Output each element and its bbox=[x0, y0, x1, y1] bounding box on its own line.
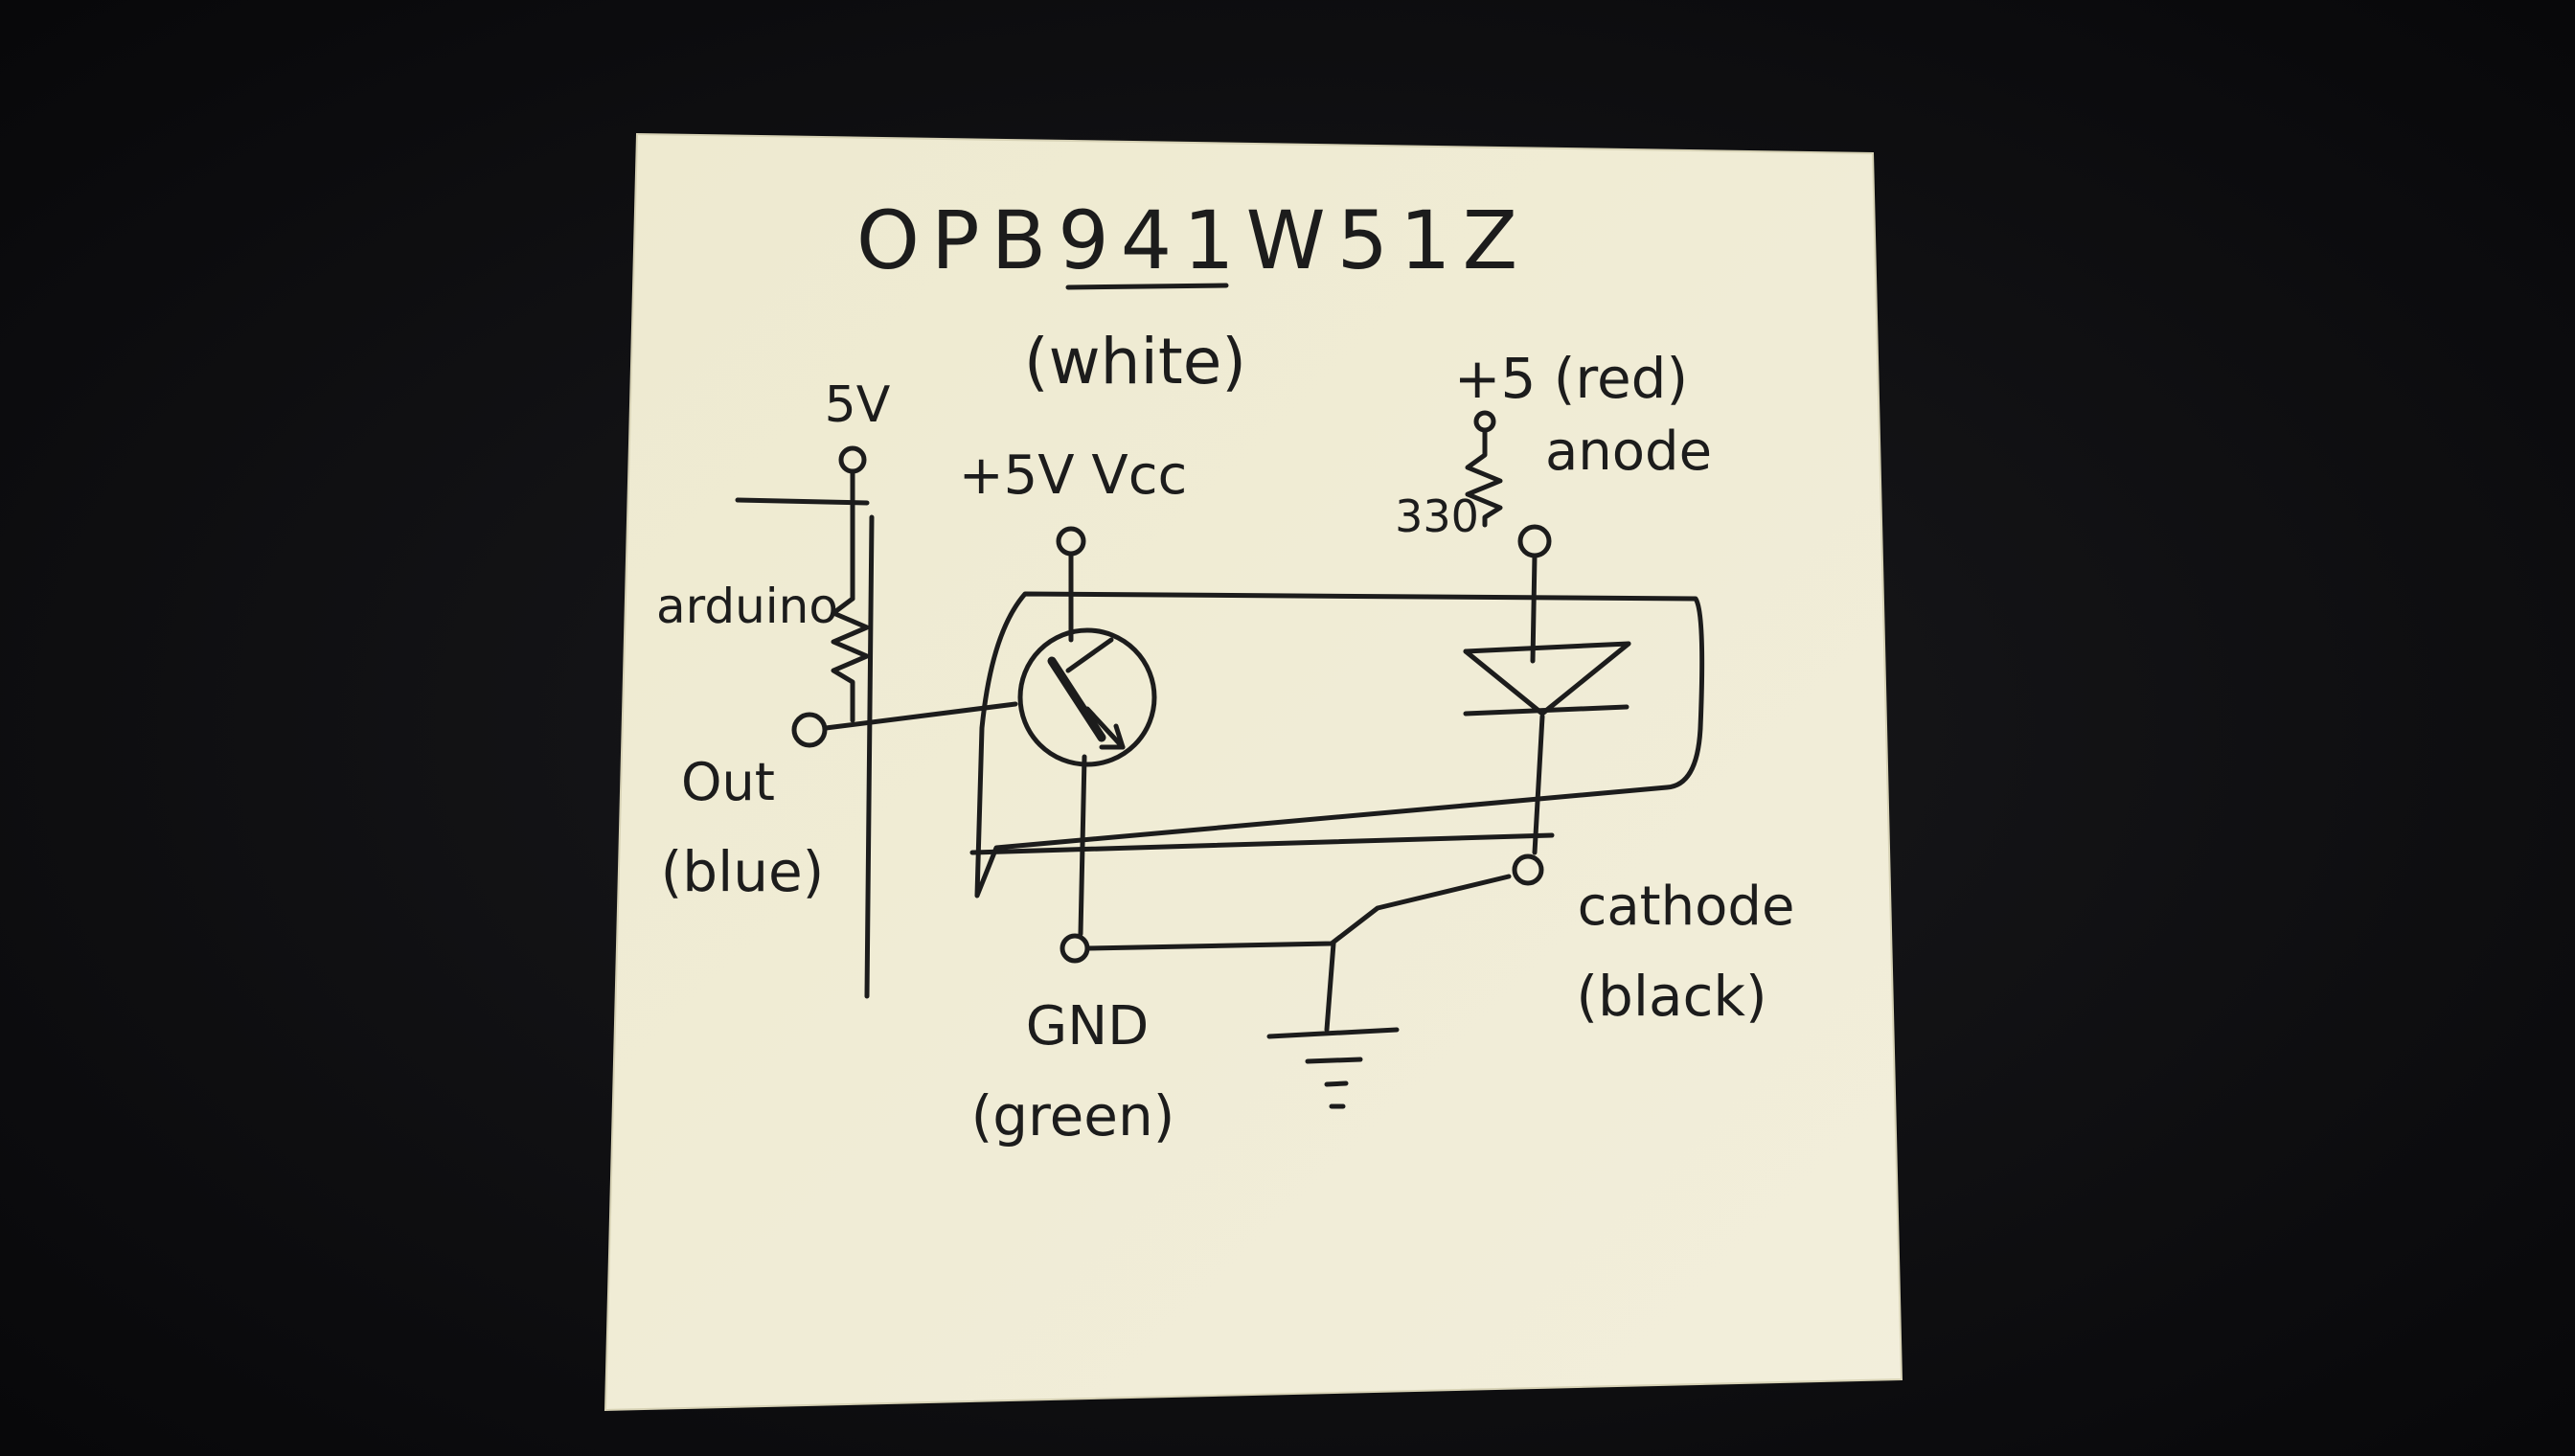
led-resistor bbox=[1465, 428, 1503, 528]
sensor-housing bbox=[974, 591, 1705, 899]
led-diode-icon bbox=[1463, 641, 1631, 717]
label-vcc: +5V Vcc bbox=[959, 444, 1188, 507]
wire-anode-down bbox=[1530, 553, 1538, 664]
ground-symbol-icon bbox=[1266, 1027, 1400, 1109]
phototransistor-emitter bbox=[1084, 706, 1126, 750]
label-anode-supply: +5 (red) bbox=[1454, 346, 1688, 411]
subtitle-white: (white) bbox=[1024, 325, 1246, 398]
title-underline bbox=[1065, 283, 1229, 290]
label-5v: 5V bbox=[825, 376, 891, 434]
phototransistor-collector bbox=[1065, 637, 1114, 673]
wire-cathode-down bbox=[1532, 714, 1545, 855]
label-gnd: GND bbox=[1026, 995, 1149, 1058]
terminal-cathode bbox=[1512, 853, 1544, 886]
label-anode: anode bbox=[1545, 421, 1712, 483]
label-arduino: arduino bbox=[656, 579, 838, 634]
rail-arduino-vertical bbox=[864, 514, 875, 999]
label-resistor: 330 bbox=[1395, 490, 1479, 542]
part-number-title: OPB941W51Z bbox=[856, 193, 1529, 287]
wire-ground-down bbox=[1324, 941, 1336, 1033]
wire-gnd-bus bbox=[1084, 874, 1512, 951]
phototransistor-base-bar bbox=[1047, 656, 1106, 742]
emitter-arrow-icon bbox=[1099, 723, 1126, 750]
label-gnd-color: (green) bbox=[971, 1083, 1175, 1149]
rail-arduino-top bbox=[735, 497, 870, 506]
label-cathode-color: (black) bbox=[1576, 964, 1766, 1029]
pullup-resistor bbox=[831, 596, 870, 723]
label-cathode: cathode bbox=[1578, 876, 1795, 938]
label-out-color: (blue) bbox=[661, 839, 825, 904]
label-out: Out bbox=[681, 752, 775, 812]
wire-emitter-to-gnd bbox=[1078, 754, 1087, 937]
housing-base-line bbox=[969, 832, 1555, 855]
sticky-note bbox=[604, 132, 1903, 1412]
circuit-sketch: OPB941W51Z (white) 5V arduino Out (blue)… bbox=[656, 193, 1794, 1149]
phototransistor bbox=[1017, 627, 1157, 767]
